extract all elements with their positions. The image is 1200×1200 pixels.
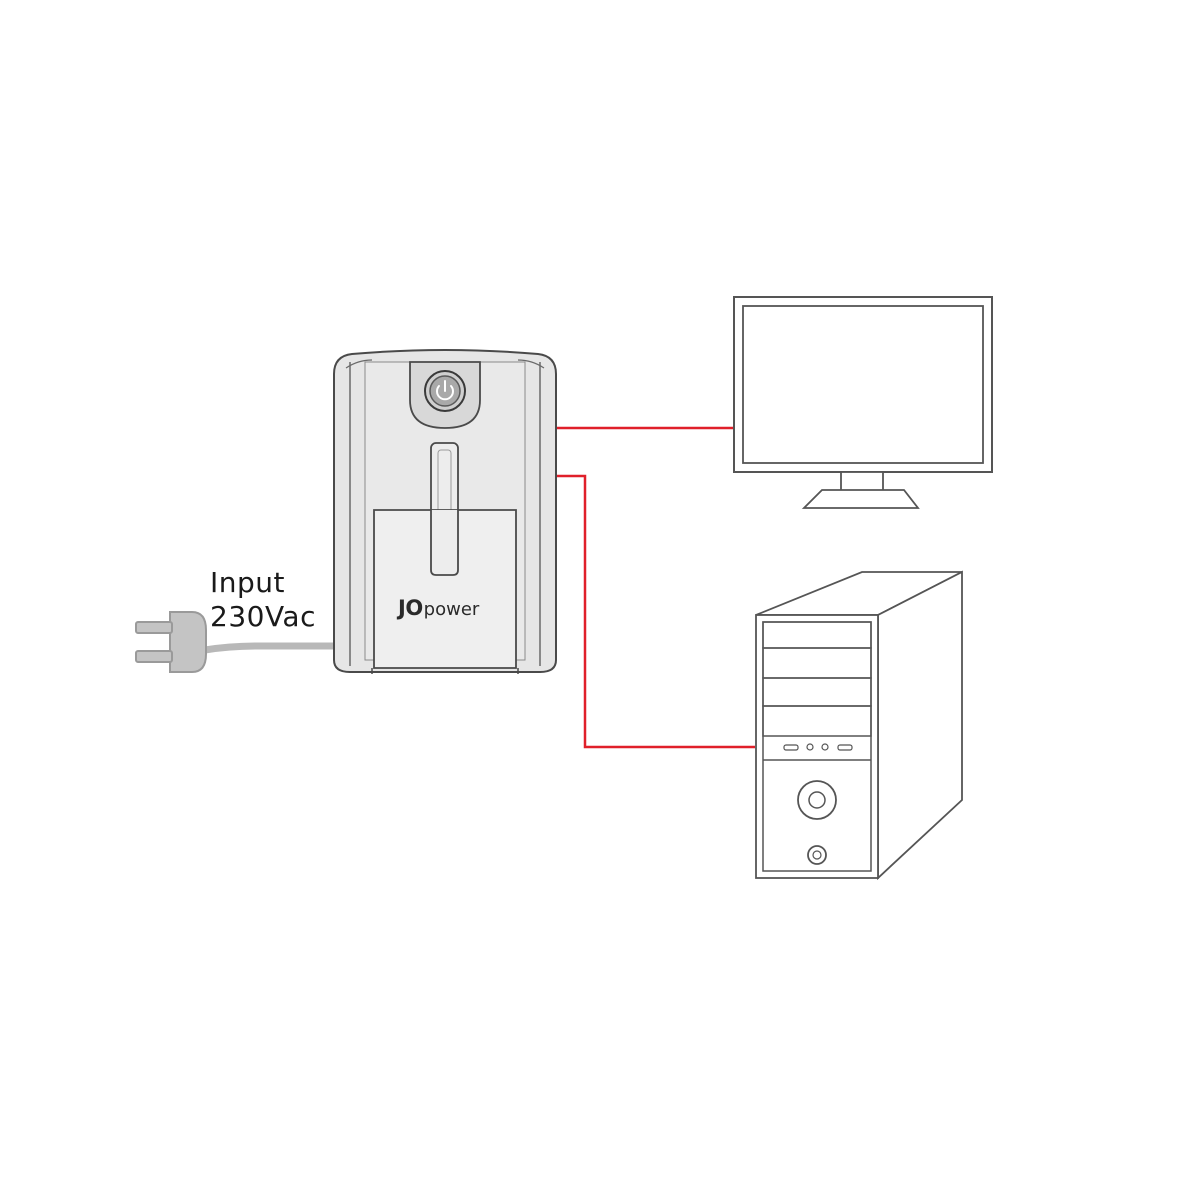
input-voltage-label: Input 230Vac: [210, 566, 316, 634]
input-label-line1: Input: [210, 566, 286, 599]
desktop-tower-icon: [755, 570, 963, 881]
plug-icon: [135, 611, 207, 673]
brand-bold-text: JO: [398, 596, 423, 620]
input-cable: [201, 642, 342, 654]
monitor-icon: [733, 296, 993, 509]
brand-light-text: power: [423, 599, 480, 620]
ups-brand-logo: JOpower: [398, 596, 479, 620]
power-button-icon: [424, 370, 466, 412]
input-label-line2: 230Vac: [210, 600, 316, 633]
output-cable-computer: [555, 474, 755, 749]
